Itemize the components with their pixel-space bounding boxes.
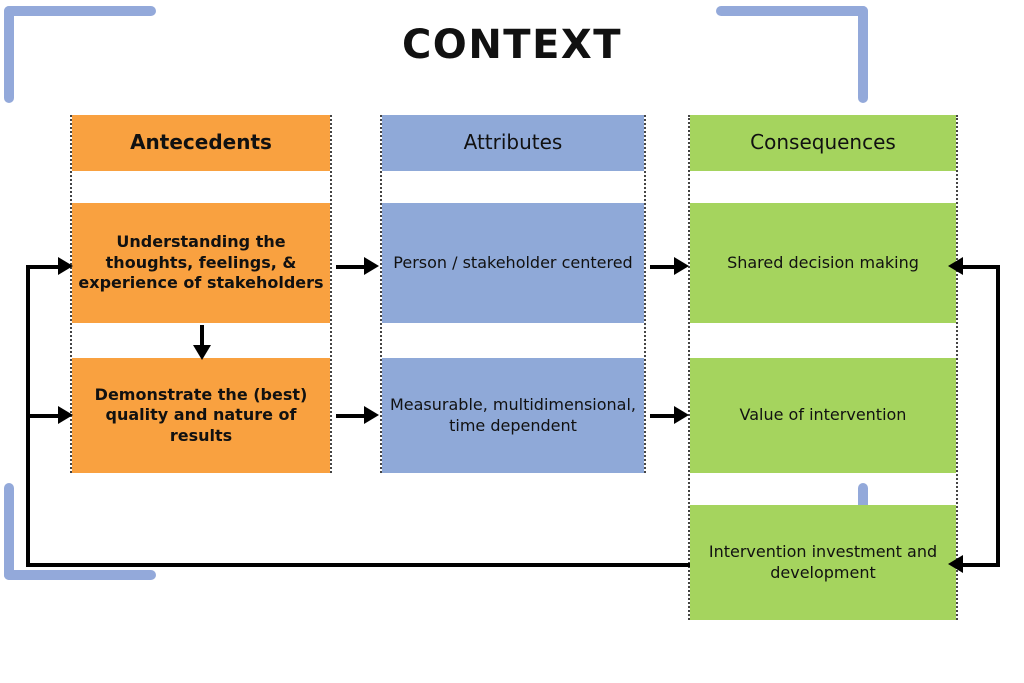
box-shared-decision-making: Shared decision making: [690, 203, 956, 323]
column-header-antecedents: Antecedents: [72, 115, 330, 171]
bracket-horizontal-bar: [4, 570, 156, 580]
bracket-horizontal-bar: [716, 6, 868, 16]
box-person-stakeholder-centered: Person / stakeholder centered: [382, 203, 644, 323]
box-value-of-intervention: Value of intervention: [690, 358, 956, 473]
page-title: CONTEXT: [401, 22, 623, 68]
column-antecedents: Antecedents Understanding the thoughts, …: [70, 115, 332, 473]
bracket-horizontal-bar: [4, 6, 156, 16]
column-attributes: Attributes Person / stakeholder centered…: [380, 115, 646, 473]
box-intervention-investment: Intervention investment and development: [690, 505, 956, 620]
bracket-vertical-bar: [858, 6, 868, 103]
column-consequences: Consequences Shared decision making Valu…: [688, 115, 958, 620]
column-header-attributes: Attributes: [382, 115, 644, 171]
box-demonstrate-quality: Demonstrate the (best) quality and natur…: [72, 358, 330, 473]
box-measurable-multidimensional: Measurable, multidimensional, time depen…: [382, 358, 644, 473]
column-header-consequences: Consequences: [690, 115, 956, 171]
bracket-vertical-bar: [4, 483, 14, 580]
bracket-vertical-bar: [4, 6, 14, 103]
box-understanding-stakeholders: Understanding the thoughts, feelings, & …: [72, 203, 330, 323]
